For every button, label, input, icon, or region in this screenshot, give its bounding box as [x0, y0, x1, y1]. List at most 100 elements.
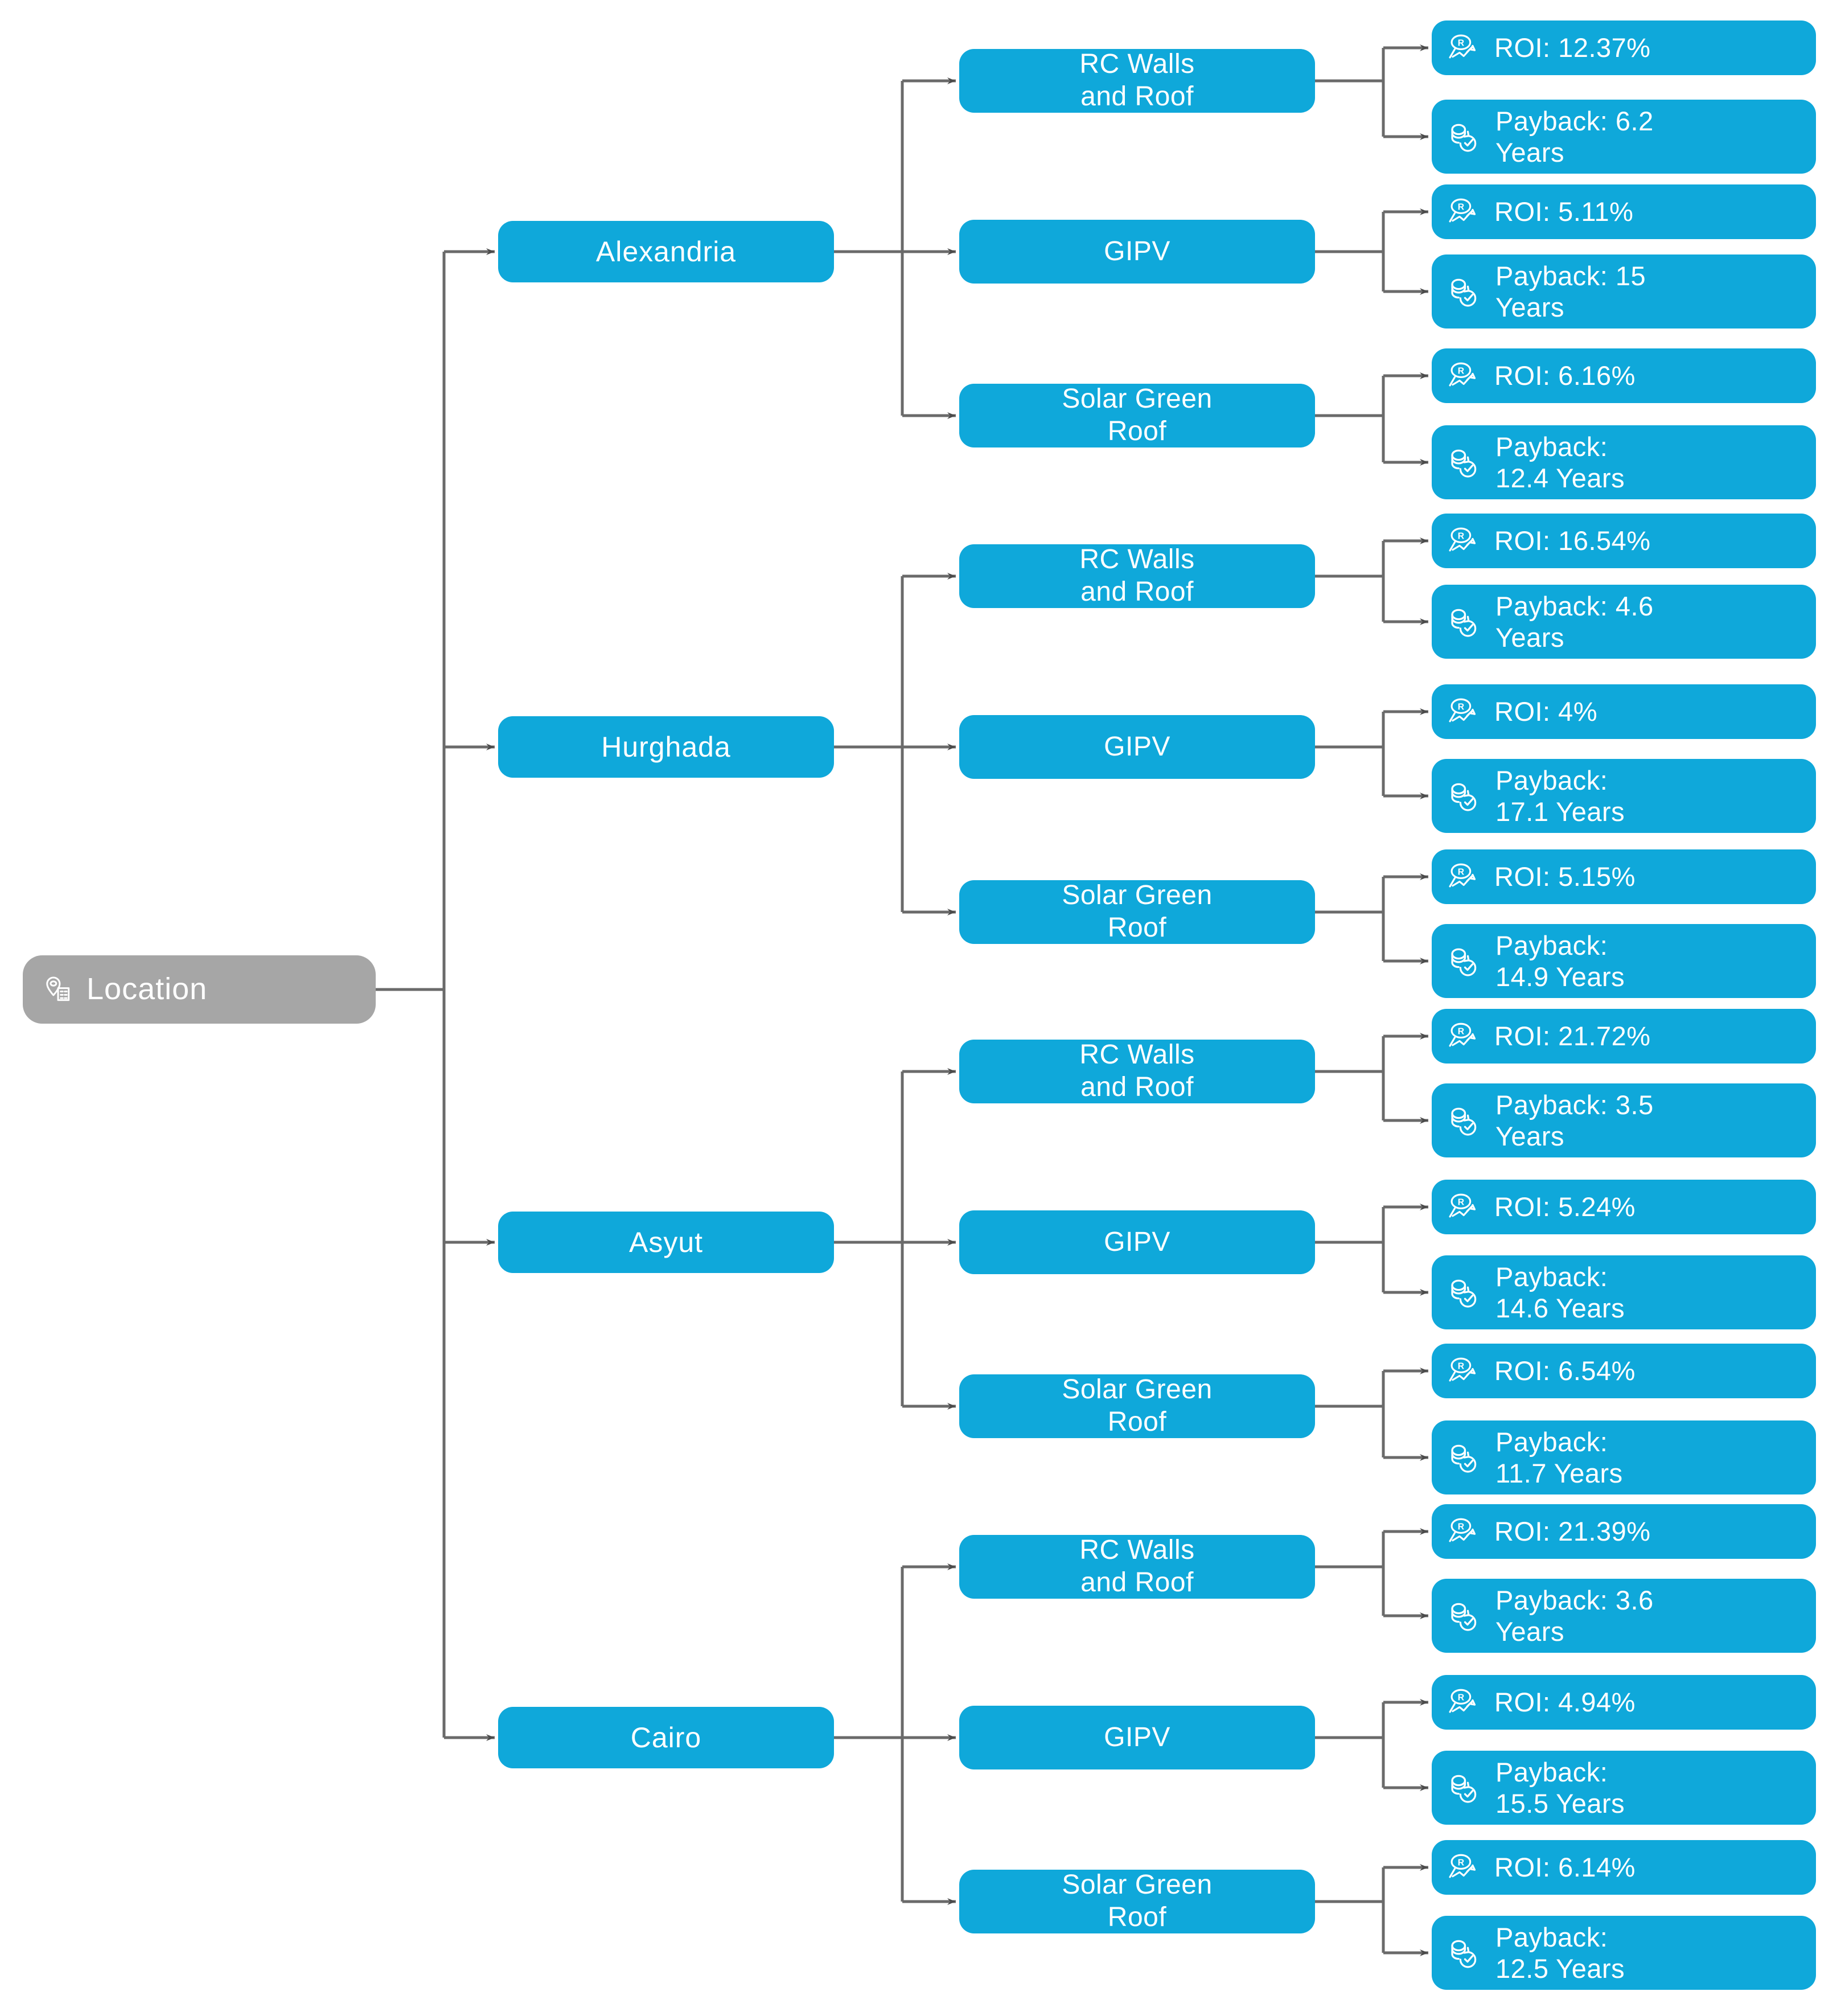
roi-magnifier-arrow-icon: R — [1447, 1686, 1480, 1719]
roi-magnifier-arrow-icon: R — [1447, 1190, 1480, 1223]
svg-text:R: R — [1458, 531, 1464, 541]
technology-node-label: RC Walls and Roof — [1079, 1040, 1195, 1102]
city-node-hurghada[interactable]: Hurghada — [498, 716, 834, 778]
technology-node-label: GIPV — [1104, 236, 1170, 266]
metric-node-payback-asyut-solar-green-roof[interactable]: Payback: 11.7 Years — [1432, 1420, 1816, 1494]
metric-roi-label: ROI: 16.54% — [1494, 525, 1651, 556]
metric-node-payback-alexandria-solar-green-roof[interactable]: Payback: 12.4 Years — [1432, 425, 1816, 499]
metric-roi-label: ROI: 6.14% — [1494, 1852, 1636, 1883]
svg-text:R: R — [1458, 1361, 1464, 1371]
roi-magnifier-arrow-icon: R — [1447, 195, 1480, 228]
technology-node-asyut-gipv[interactable]: GIPV — [959, 1210, 1315, 1274]
technology-node-cairo-solar-green-roof[interactable]: Solar Green Roof — [959, 1870, 1315, 1933]
metric-node-roi-cairo-gipv[interactable]: R ROI: 4.94% — [1432, 1675, 1816, 1730]
metric-payback-label: Payback: 3.6 Years — [1495, 1584, 1654, 1647]
coin-cycle-check-icon — [1447, 779, 1481, 813]
technology-node-alexandria-solar-green-roof[interactable]: Solar Green Roof — [959, 384, 1315, 447]
roi-magnifier-arrow-icon: R — [1447, 1851, 1480, 1884]
svg-text:R: R — [1458, 702, 1464, 712]
city-node-asyut[interactable]: Asyut — [498, 1212, 834, 1273]
svg-text:R: R — [1458, 1858, 1464, 1867]
technology-node-alexandria-gipv[interactable]: GIPV — [959, 220, 1315, 284]
roi-magnifier-arrow-icon: R — [1447, 1515, 1480, 1548]
technology-node-cairo-gipv[interactable]: GIPV — [959, 1706, 1315, 1769]
svg-text:R: R — [1458, 1197, 1464, 1207]
metric-node-payback-asyut-rc-walls-and-roof[interactable]: Payback: 3.5 Years — [1432, 1083, 1816, 1157]
metric-node-roi-hurghada-solar-green-roof[interactable]: R ROI: 5.15% — [1432, 849, 1816, 904]
svg-text:R: R — [1458, 1693, 1464, 1702]
root-node-location[interactable]: Location — [23, 955, 376, 1024]
metric-node-payback-alexandria-rc-walls-and-roof[interactable]: Payback: 6.2 Years — [1432, 100, 1816, 174]
metric-node-roi-hurghada-rc-walls-and-roof[interactable]: R ROI: 16.54% — [1432, 514, 1816, 568]
metric-roi-label: ROI: 5.24% — [1494, 1192, 1636, 1222]
city-node-alexandria[interactable]: Alexandria — [498, 221, 834, 282]
technology-node-label: GIPV — [1104, 1226, 1170, 1257]
coin-cycle-check-icon — [1447, 944, 1481, 978]
roi-magnifier-arrow-icon: R — [1447, 1020, 1480, 1053]
metric-roi-label: ROI: 5.11% — [1494, 196, 1634, 227]
technology-node-label: GIPV — [1104, 731, 1170, 762]
coin-cycle-check-icon — [1447, 1440, 1481, 1475]
metric-node-roi-asyut-rc-walls-and-roof[interactable]: R ROI: 21.72% — [1432, 1009, 1816, 1064]
metric-roi-label: ROI: 21.72% — [1494, 1021, 1651, 1052]
metric-roi-label: ROI: 5.15% — [1494, 861, 1636, 892]
technology-node-asyut-rc-walls-and-roof[interactable]: RC Walls and Roof — [959, 1040, 1315, 1103]
metric-payback-label: Payback: 14.6 Years — [1495, 1261, 1625, 1323]
technology-node-asyut-solar-green-roof[interactable]: Solar Green Roof — [959, 1374, 1315, 1438]
roi-magnifier-arrow-icon: R — [1447, 524, 1480, 557]
metric-node-payback-cairo-gipv[interactable]: Payback: 15.5 Years — [1432, 1751, 1816, 1825]
metric-roi-label: ROI: 6.54% — [1494, 1356, 1636, 1386]
technology-node-hurghada-solar-green-roof[interactable]: Solar Green Roof — [959, 880, 1315, 944]
technology-node-label: Solar Green Roof — [1062, 384, 1213, 446]
metric-node-payback-cairo-solar-green-roof[interactable]: Payback: 12.5 Years — [1432, 1916, 1816, 1990]
metric-payback-label: Payback: 11.7 Years — [1495, 1426, 1623, 1488]
roi-magnifier-arrow-icon: R — [1447, 860, 1480, 893]
city-node-label: Hurghada — [601, 730, 731, 763]
metric-node-payback-cairo-rc-walls-and-roof[interactable]: Payback: 3.6 Years — [1432, 1579, 1816, 1653]
metric-payback-label: Payback: 6.2 Years — [1495, 105, 1654, 167]
svg-text:R: R — [1458, 1522, 1464, 1531]
metric-node-roi-cairo-solar-green-roof[interactable]: R ROI: 6.14% — [1432, 1840, 1816, 1895]
city-node-cairo[interactable]: Cairo — [498, 1707, 834, 1768]
roi-magnifier-arrow-icon: R — [1447, 359, 1480, 392]
roi-magnifier-arrow-icon: R — [1447, 695, 1480, 728]
metric-payback-label: Payback: 12.4 Years — [1495, 431, 1625, 493]
metric-node-roi-asyut-solar-green-roof[interactable]: R ROI: 6.54% — [1432, 1344, 1816, 1398]
technology-node-label: RC Walls and Roof — [1079, 544, 1195, 607]
svg-text:R: R — [1458, 366, 1464, 376]
metric-node-payback-hurghada-solar-green-roof[interactable]: Payback: 14.9 Years — [1432, 924, 1816, 998]
metric-roi-label: ROI: 21.39% — [1494, 1516, 1651, 1547]
technology-node-alexandria-rc-walls-and-roof[interactable]: RC Walls and Roof — [959, 49, 1315, 113]
technology-node-cairo-rc-walls-and-roof[interactable]: RC Walls and Roof — [959, 1535, 1315, 1599]
metric-node-payback-alexandria-gipv[interactable]: Payback: 15 Years — [1432, 254, 1816, 329]
technology-node-hurghada-gipv[interactable]: GIPV — [959, 715, 1315, 779]
metric-roi-label: ROI: 12.37% — [1494, 32, 1651, 63]
coin-cycle-check-icon — [1447, 1103, 1481, 1138]
city-node-label: Alexandria — [595, 235, 737, 268]
coin-cycle-check-icon — [1447, 120, 1481, 154]
metric-node-roi-alexandria-gipv[interactable]: R ROI: 5.11% — [1432, 184, 1816, 239]
svg-text:R: R — [1458, 202, 1464, 212]
metric-node-payback-hurghada-gipv[interactable]: Payback: 17.1 Years — [1432, 759, 1816, 833]
metric-node-roi-cairo-rc-walls-and-roof[interactable]: R ROI: 21.39% — [1432, 1504, 1816, 1559]
metric-payback-label: Payback: 14.9 Years — [1495, 930, 1625, 992]
metric-node-roi-asyut-gipv[interactable]: R ROI: 5.24% — [1432, 1180, 1816, 1234]
technology-node-hurghada-rc-walls-and-roof[interactable]: RC Walls and Roof — [959, 544, 1315, 608]
metric-payback-label: Payback: 15 Years — [1495, 260, 1646, 322]
technology-node-label: GIPV — [1104, 1722, 1170, 1752]
metric-roi-label: ROI: 4.94% — [1494, 1687, 1636, 1718]
coin-cycle-check-icon — [1447, 274, 1481, 309]
root-node-label: Location — [87, 972, 208, 1007]
coin-cycle-check-icon — [1447, 605, 1481, 639]
metric-node-payback-hurghada-rc-walls-and-roof[interactable]: Payback: 4.6 Years — [1432, 585, 1816, 659]
technology-node-label: Solar Green Roof — [1062, 1374, 1213, 1437]
coin-cycle-check-icon — [1447, 1599, 1481, 1633]
technology-node-label: Solar Green Roof — [1062, 880, 1213, 943]
location-pin-building-icon — [42, 974, 74, 1005]
metric-payback-label: Payback: 17.1 Years — [1495, 765, 1625, 827]
metric-node-payback-asyut-gipv[interactable]: Payback: 14.6 Years — [1432, 1255, 1816, 1329]
